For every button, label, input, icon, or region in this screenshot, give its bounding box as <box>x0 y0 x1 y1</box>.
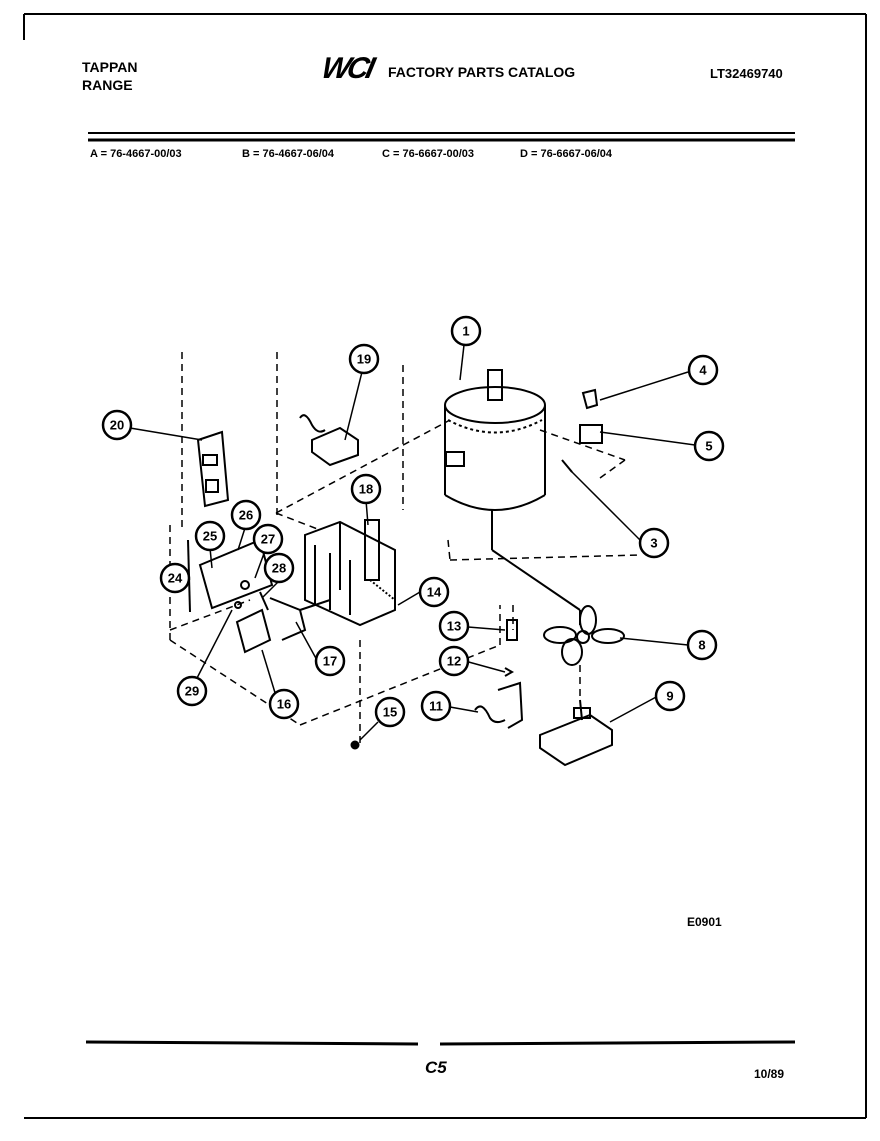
leader-lines <box>129 344 696 741</box>
screw-part <box>350 740 360 750</box>
callout-1: 1 <box>450 315 482 347</box>
svg-text:14: 14 <box>427 585 442 600</box>
callout-9: 9 <box>654 680 686 712</box>
switch-part <box>299 414 359 467</box>
callout-15: 15 <box>374 696 406 728</box>
svg-text:11: 11 <box>429 699 443 714</box>
page-number: C5 <box>425 1058 447 1077</box>
fan-blade-part <box>543 605 625 666</box>
svg-text:4: 4 <box>699 363 707 378</box>
svg-text:28: 28 <box>272 561 286 576</box>
callout-19: 19 <box>348 343 380 375</box>
svg-text:29: 29 <box>185 684 199 699</box>
callout-25: 25 <box>194 520 226 552</box>
svg-text:27: 27 <box>261 532 275 547</box>
diagram-code: E0901 <box>687 915 722 929</box>
assembly-dashed-lines <box>169 352 641 745</box>
callout-24: 24 <box>159 562 191 594</box>
model-c: C = 76-6667-00/03 <box>382 148 475 160</box>
product-type: RANGE <box>82 77 133 93</box>
callout-12: 12 <box>438 645 470 677</box>
callout-27: 27 <box>252 523 284 555</box>
fan-motor-part <box>539 699 613 767</box>
svg-text:16: 16 <box>277 697 291 712</box>
svg-text:25: 25 <box>203 529 217 544</box>
callout-26: 26 <box>230 499 262 531</box>
callout-18: 18 <box>350 473 382 505</box>
model-a: A = 76-4667-00/03 <box>90 148 182 160</box>
footer-rules <box>85 1040 796 1046</box>
svg-text:19: 19 <box>357 352 371 367</box>
callout-16: 16 <box>268 688 300 720</box>
svg-text:24: 24 <box>168 571 183 586</box>
brand-name: TAPPAN <box>82 59 138 75</box>
svg-text:1: 1 <box>462 324 469 339</box>
motor-part <box>444 369 581 625</box>
svg-text:12: 12 <box>447 654 461 669</box>
callout-8: 8 <box>686 629 718 661</box>
svg-text:8: 8 <box>698 638 705 653</box>
svg-text:13: 13 <box>447 619 461 634</box>
page-border <box>23 13 867 1119</box>
catalog-number: LT32469740 <box>710 66 783 81</box>
callout-11: 11 <box>420 690 452 722</box>
callout-5: 5 <box>693 430 725 462</box>
relay-bracket-part <box>196 430 230 508</box>
model-b: B = 76-4667-06/04 <box>242 148 335 160</box>
svg-text:18: 18 <box>359 482 373 497</box>
cap-part <box>561 388 603 473</box>
callout-14: 14 <box>418 576 450 608</box>
terminal-block-part <box>304 519 396 627</box>
brand-block: TAPPAN RANGE <box>82 58 137 94</box>
revision-date: 10/89 <box>754 1067 785 1081</box>
callout-28: 28 <box>263 552 295 584</box>
callout-29: 29 <box>176 675 208 707</box>
callout-13: 13 <box>438 610 470 642</box>
svg-text:9: 9 <box>666 689 673 704</box>
callout-4: 4 <box>687 354 719 386</box>
callout-3: 3 <box>638 527 670 559</box>
bracket-parts <box>474 619 524 729</box>
svg-text:5: 5 <box>705 439 712 454</box>
svg-text:15: 15 <box>383 705 397 720</box>
svg-text:20: 20 <box>110 418 124 433</box>
mounting-bracket-parts <box>235 597 331 654</box>
svg-text:26: 26 <box>239 508 253 523</box>
header-rules <box>88 132 795 142</box>
callout-17: 17 <box>314 645 346 677</box>
callout-20: 20 <box>101 409 133 441</box>
catalog-title: FACTORY PARTS CATALOG <box>388 64 576 80</box>
svg-text:17: 17 <box>323 654 337 669</box>
svg-text:3: 3 <box>650 536 657 551</box>
model-d: D = 76-6667-06/04 <box>520 148 613 160</box>
